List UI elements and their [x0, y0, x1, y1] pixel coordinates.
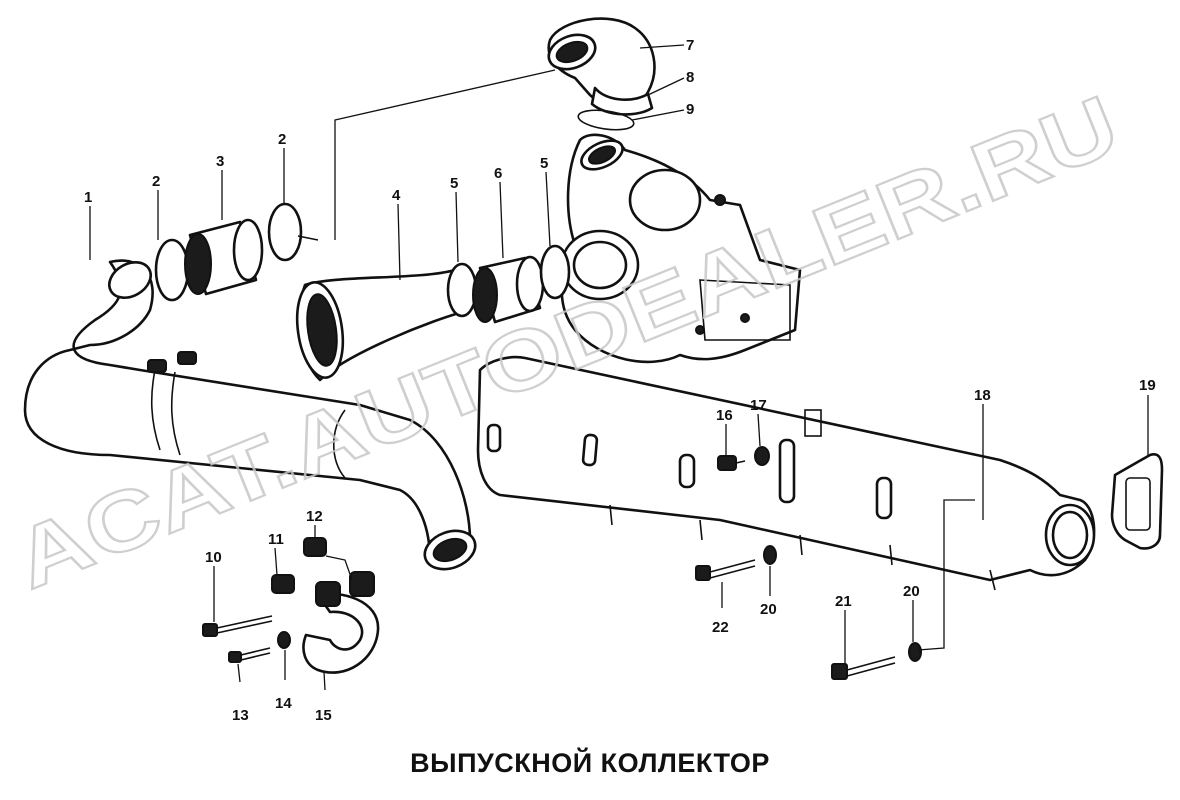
leader-lines — [89, 44, 1149, 691]
bolt-part-16 — [717, 455, 746, 471]
bolt-part-10 — [202, 615, 273, 637]
callout-6: 6 — [494, 165, 502, 182]
bolt-part-22 — [695, 559, 756, 581]
callout-10: 10 — [205, 549, 222, 566]
callout-20-lower: 20 — [903, 583, 920, 600]
callout-3: 3 — [216, 153, 224, 170]
callout-7: 7 — [686, 37, 694, 54]
callout-5-right: 5 — [540, 155, 548, 172]
callout-20-upper: 20 — [760, 601, 777, 618]
gasket-part-19 — [1110, 453, 1164, 550]
clamp-part-15 — [302, 571, 380, 674]
callout-16: 16 — [716, 407, 733, 424]
callout-4: 4 — [392, 187, 401, 204]
clamp-part-5-left — [446, 262, 478, 318]
callout-21: 21 — [835, 593, 852, 610]
callout-18: 18 — [974, 387, 991, 404]
clamp-part-2-left — [154, 238, 190, 302]
turbocharger — [560, 133, 802, 364]
callout-17: 17 — [750, 397, 767, 414]
callout-12: 12 — [306, 508, 323, 525]
callout-1: 1 — [84, 189, 92, 206]
clamp-part-5-right — [539, 244, 571, 300]
callout-8: 8 — [686, 69, 694, 86]
callout-14: 14 — [275, 695, 292, 712]
bolt-part-13 — [228, 647, 271, 663]
callout-11: 11 — [268, 531, 284, 548]
sleeve-part-3 — [184, 218, 264, 296]
callout-22: 22 — [712, 619, 729, 636]
callout-2-left: 2 — [152, 173, 160, 190]
callout-9: 9 — [686, 101, 694, 118]
cone-part-4 — [295, 268, 472, 382]
exhaust-manifold-part-18 — [476, 355, 1096, 591]
callout-2-right: 2 — [278, 131, 286, 148]
bolt-part-21 — [831, 656, 896, 680]
callout-13: 13 — [232, 707, 249, 724]
washer-part-20-upper — [763, 545, 777, 565]
sleeve-part-6 — [472, 255, 545, 324]
washer-part-17 — [754, 446, 770, 466]
callout-5-left: 5 — [450, 175, 458, 192]
washer-part-20-lower — [908, 642, 922, 662]
nut-part-11 — [271, 574, 295, 594]
washer-part-14 — [277, 631, 291, 649]
callout-numbers: 1 2 2 3 4 5 5 6 7 8 9 10 11 12 13 14 15 … — [84, 37, 1156, 724]
clamp-part-2-right — [267, 202, 319, 262]
elbow-part-7 — [547, 17, 656, 116]
callout-15: 15 — [315, 707, 332, 724]
nut-part-12 — [303, 537, 327, 557]
gasket-part-9 — [577, 109, 635, 131]
exhaust-pipe-part-1 — [23, 259, 477, 571]
diagram-title: ВЫПУСКНОЙ КОЛЛЕКТОР — [410, 748, 770, 778]
callout-19: 19 — [1139, 377, 1156, 394]
